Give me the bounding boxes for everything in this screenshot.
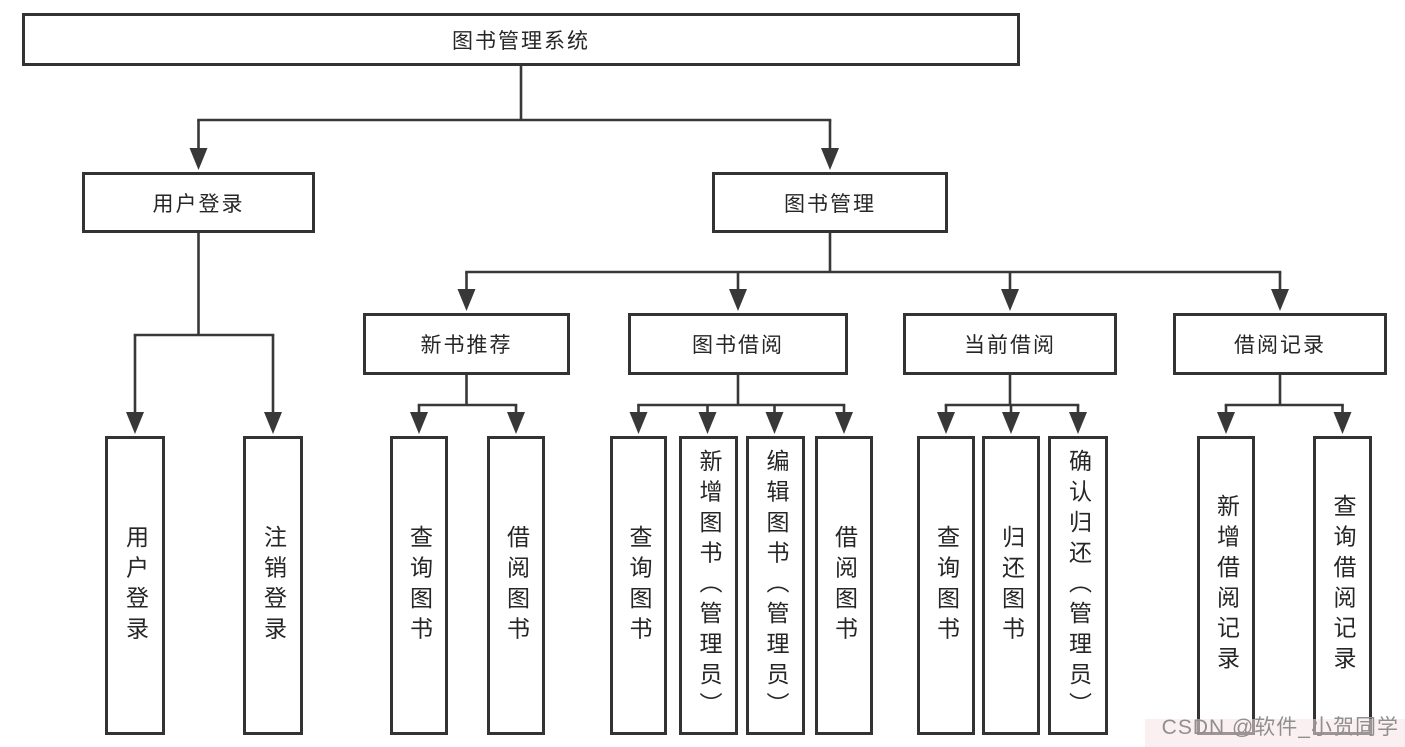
- leaf-query-books-current: 查询图书: [917, 436, 975, 735]
- node-label: 图书借阅: [692, 334, 784, 357]
- leaf-label: 归还图书: [998, 524, 1025, 647]
- leaf-label: 确认归还（管理员）: [1065, 448, 1092, 723]
- node-borrow-records: 借阅记录: [1173, 313, 1387, 375]
- leaf-borrow-books: 借阅图书: [815, 436, 873, 735]
- node-label: 当前借阅: [964, 334, 1056, 357]
- leaf-edit-book-admin: 编辑图书（管理员）: [746, 436, 805, 735]
- leaf-label: 查询图书: [406, 524, 433, 647]
- watermark-text: CSDN @软件_小贺同学: [1161, 716, 1399, 739]
- leaf-label: 借阅图书: [831, 524, 858, 647]
- leaf-query-borrow-record: 查询借阅记录: [1313, 436, 1372, 735]
- node-label: 用户登录: [152, 192, 245, 216]
- node-library-management-system: 图书管理系统: [22, 13, 1020, 66]
- node-user-login: 用户登录: [82, 172, 315, 233]
- node-label: 图书管理系统: [452, 29, 590, 53]
- node-new-book-recommend: 新书推荐: [363, 313, 570, 375]
- leaf-return-book: 归还图书: [982, 436, 1040, 735]
- watermark-band: [1145, 719, 1405, 747]
- leaf-label: 编辑图书（管理员）: [763, 448, 789, 723]
- leaf-confirm-return-admin: 确认归还（管理员）: [1048, 436, 1108, 735]
- leaf-label: 用户登录: [122, 524, 149, 647]
- node-label: 新书推荐: [420, 334, 513, 357]
- leaf-label: 查询图书: [933, 524, 960, 647]
- node-book-management: 图书管理: [712, 172, 948, 233]
- node-current-borrow: 当前借阅: [903, 313, 1117, 375]
- leaf-label: 查询借阅记录: [1330, 494, 1356, 677]
- leaf-add-borrow-record: 新增借阅记录: [1197, 436, 1255, 735]
- leaf-query-books-recommend: 查询图书: [390, 436, 448, 735]
- leaf-borrow-books-recommend: 借阅图书: [487, 436, 545, 735]
- leaf-user-login: 用户登录: [105, 436, 165, 735]
- leaf-label: 查询图书: [626, 524, 652, 647]
- leaf-label: 新增图书（管理员）: [696, 448, 722, 723]
- node-label: 图书管理: [784, 192, 876, 216]
- leaf-label: 新增借阅记录: [1213, 494, 1240, 677]
- leaf-label: 注销登录: [260, 524, 287, 647]
- leaf-label: 借阅图书: [503, 524, 530, 647]
- node-label: 借阅记录: [1234, 334, 1326, 357]
- node-book-borrow: 图书借阅: [628, 313, 848, 375]
- leaf-logout: 注销登录: [243, 436, 303, 735]
- leaf-query-books-borrow: 查询图书: [610, 436, 667, 735]
- leaf-add-book-admin: 新增图书（管理员）: [679, 436, 738, 735]
